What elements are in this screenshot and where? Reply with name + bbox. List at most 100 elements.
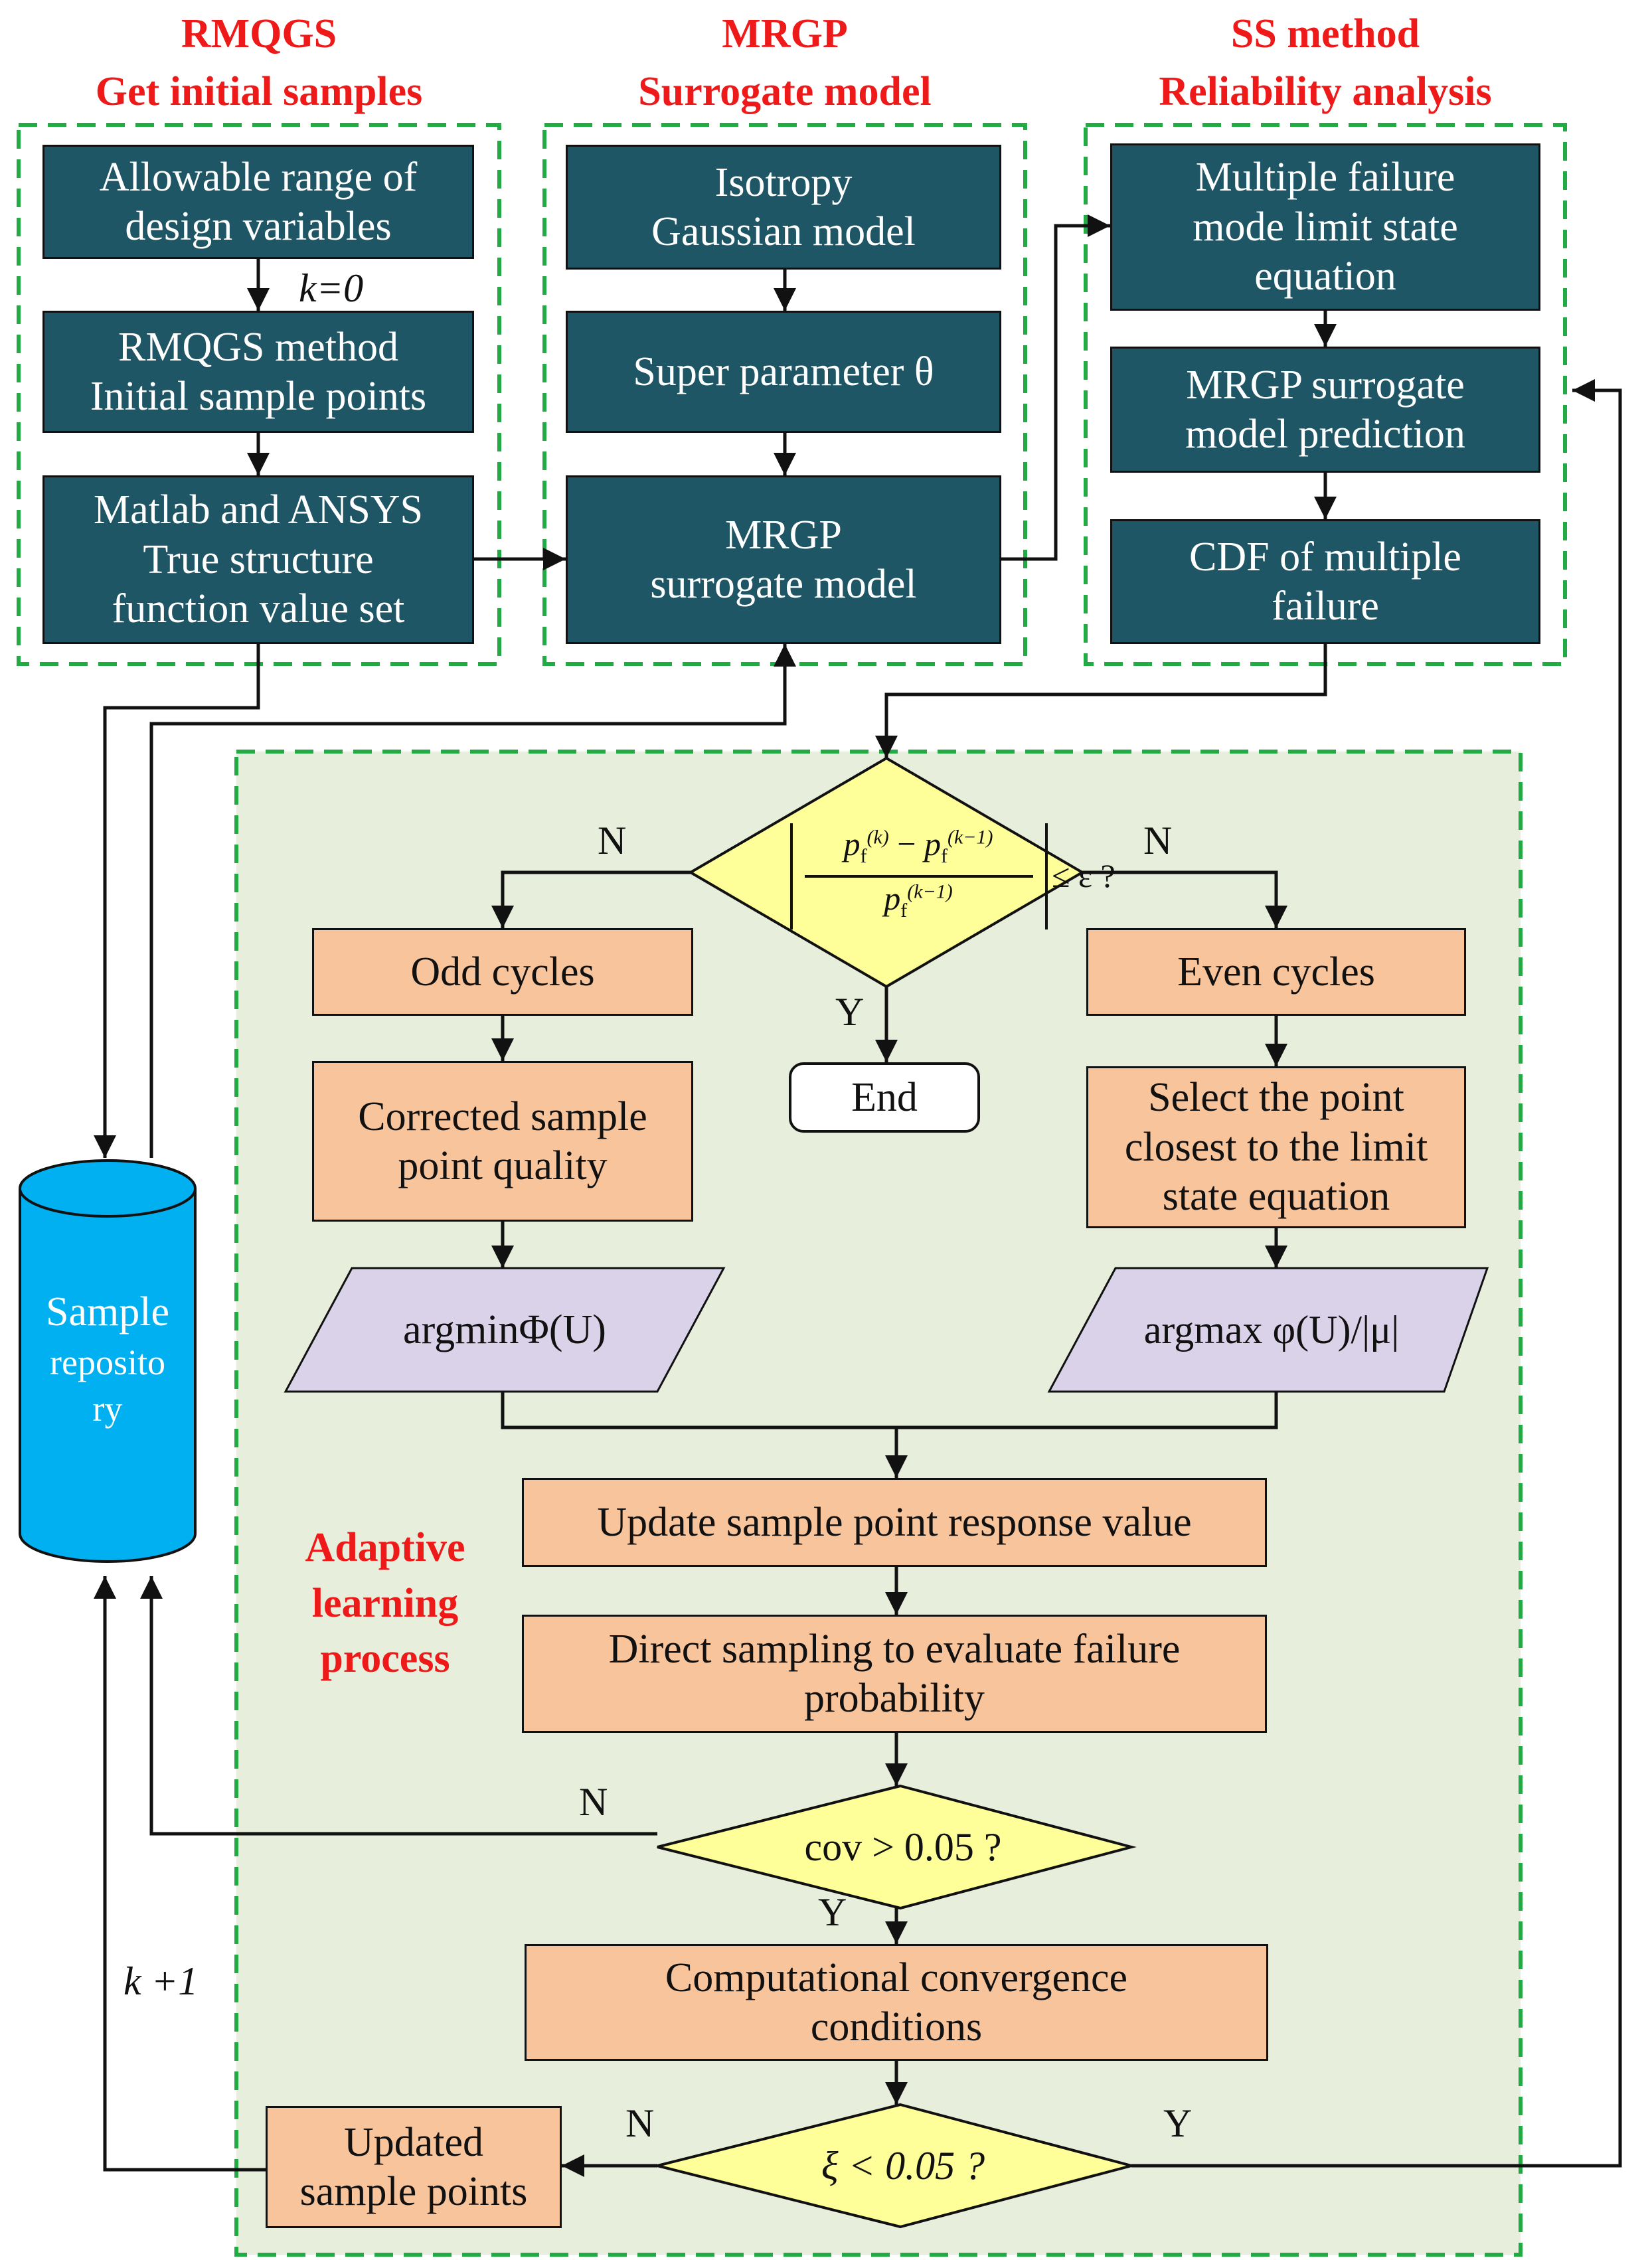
even-cycles-box: Even cycles <box>1086 928 1466 1016</box>
cov-text: cov > 0.05 ? <box>804 1824 1002 1869</box>
pf-convergence-formula: pf(k) − pf(k−1) pf(k−1) ≤ ε ? <box>790 823 1115 929</box>
pf-den: p <box>884 880 901 917</box>
adaptive-title-line-2: learning <box>311 1580 459 1626</box>
pf-num-right-sub: f <box>940 845 948 867</box>
matlab-ansys-line-1: Matlab and ANSYS <box>94 487 423 533</box>
arrow-updated-to-repository <box>94 1576 266 2172</box>
rmqgs-method-line-1: RMQGS method <box>118 324 398 370</box>
ss-header: SS method Reliability analysis <box>1106 5 1544 121</box>
odd-cycles-box: Odd cycles <box>312 928 693 1016</box>
rmqgs-header-title: RMQGS <box>181 11 337 56</box>
limit-state-line-2: mode limit state <box>1193 204 1458 250</box>
pf-num-right: p <box>924 825 941 862</box>
mrgp-prediction-box: MRGP surrogate model prediction <box>1110 347 1540 473</box>
updated-points-line-2: sample points <box>299 2169 528 2214</box>
limit-state-line-1: Multiple failure <box>1195 155 1455 201</box>
pf-no-left-label: N <box>598 819 627 862</box>
repository-line-1: Sample <box>46 1289 169 1334</box>
sample-repository-top <box>19 1159 197 1218</box>
ss-header-subtitle: Reliability analysis <box>1159 68 1492 114</box>
corrected-quality-box: Corrected sample point quality <box>312 1061 693 1222</box>
corrected-quality-line-1: Corrected sample <box>358 1093 647 1139</box>
super-parameter-box: Super parameter θ <box>566 311 1001 433</box>
even-cycles-label: Even cycles <box>1177 949 1375 995</box>
convergence-line-1: Computational convergence <box>665 1955 1128 2000</box>
isotropy-line-1: Isotropy <box>714 159 853 205</box>
mrgp-surrogate-line-2: surrogate model <box>650 562 917 607</box>
cdf-line-1: CDF of multiple <box>1189 534 1461 580</box>
limit-state-box: Multiple failure mode limit state equati… <box>1110 143 1540 311</box>
matlab-ansys-line-2: True structure <box>143 536 374 582</box>
repository-line-2: reposito <box>50 1342 165 1382</box>
direct-sampling-box: Direct sampling to evaluate failure prob… <box>522 1615 1267 1733</box>
cov-diamond <box>657 1784 1137 1910</box>
cov-yes-label: Y <box>818 1890 847 1934</box>
pf-num-left: p <box>843 825 861 862</box>
pf-denominator: pf(k−1) <box>802 879 1034 922</box>
pf-den-sup: (k−1) <box>907 880 953 903</box>
corrected-quality-line-2: point quality <box>398 1143 608 1188</box>
updated-points-box: Updated sample points <box>266 2106 562 2228</box>
pf-fraction-bar <box>805 875 1033 878</box>
isotropy-line-2: Gaussian model <box>651 209 916 254</box>
arrow-pf-n-odd <box>491 870 691 928</box>
xi-text: ξ < 0.05 ? <box>821 2143 985 2188</box>
arrow-matlab-to-repository <box>94 644 260 1158</box>
adaptive-learning-title: Adaptive learning process <box>279 1520 491 1687</box>
repository-line-3: ry <box>92 1388 123 1429</box>
argmax-parallelogram <box>1047 1267 1489 1393</box>
rmqgs-header: RMQGS Get initial samples <box>40 5 478 121</box>
limit-state-line-3: equation <box>1254 254 1396 299</box>
pf-bar-right <box>1045 823 1048 929</box>
pf-minus: − <box>897 825 916 862</box>
xi-diamond <box>657 2103 1137 2229</box>
argmin-text: argminΦ(U) <box>403 1307 606 1352</box>
mrgp-prediction-line-2: model prediction <box>1185 412 1465 457</box>
updated-points-line-1: Updated <box>343 2119 484 2165</box>
adaptive-title-line-1: Adaptive <box>305 1525 465 1570</box>
mrgp-prediction-line-1: MRGP surrogate <box>1186 362 1465 408</box>
select-point-line-3: state equation <box>1162 1174 1390 1220</box>
k-plus-one-label: k +1 <box>124 1959 199 2003</box>
mrgp-header: MRGP Surrogate model <box>566 5 1004 121</box>
odd-cycles-label: Odd cycles <box>410 949 595 995</box>
arrow-repository-to-mrgp <box>149 644 796 1158</box>
convergence-line-2: conditions <box>810 2004 983 2050</box>
mrgp-header-subtitle: Surrogate model <box>638 68 932 114</box>
matlab-ansys-line-3: function value set <box>112 586 405 632</box>
allowable-range-line-2: design variables <box>125 204 392 249</box>
isotropy-box: Isotropy Gaussian model <box>566 145 1001 270</box>
sample-repository-cylinder <box>19 1188 197 1563</box>
allowable-range-line-1: Allowable range of <box>99 154 418 200</box>
rmqgs-method-box: RMQGS method Initial sample points <box>42 311 474 433</box>
argmax-text: argmax φ(U)/|μ| <box>1143 1307 1400 1352</box>
arrow-merge-to-update <box>501 1392 1278 1429</box>
update-response-box: Update sample point response value <box>522 1478 1267 1567</box>
pf-num-left-sub: f <box>860 845 867 867</box>
convergence-box: Computational convergence conditions <box>525 1944 1268 2061</box>
arrow-xi-y-prediction <box>1131 379 1622 2168</box>
mrgp-surrogate-line-1: MRGP <box>725 512 842 558</box>
xi-no-label: N <box>625 2101 655 2145</box>
cdf-line-2: failure <box>1272 584 1379 629</box>
select-point-line-2: closest to the limit <box>1124 1124 1428 1170</box>
ss-header-title: SS method <box>1230 11 1420 56</box>
k-zero-label: k=0 <box>299 266 364 310</box>
pf-num-left-sup: (k) <box>867 826 889 848</box>
pf-tail: ≤ ε ? <box>1052 857 1115 894</box>
direct-sampling-line-2: probability <box>803 1676 985 1721</box>
xi-yes-label: Y <box>1163 2101 1193 2145</box>
end-terminal: End <box>789 1062 980 1133</box>
direct-sampling-line-1: Direct sampling to evaluate failure <box>608 1626 1181 1672</box>
adaptive-title-line-3: process <box>320 1636 450 1682</box>
arrow-cdf-to-pf-check <box>875 644 1327 758</box>
arrow-mrgp-to-limit-state <box>1001 214 1110 561</box>
rmqgs-header-subtitle: Get initial samples <box>95 68 423 114</box>
cov-no-label: N <box>579 1780 608 1824</box>
pf-yes-label: Y <box>835 990 865 1034</box>
pf-den-sub: f <box>900 900 908 922</box>
mrgp-header-title: MRGP <box>722 11 848 56</box>
select-point-box: Select the point closest to the limit st… <box>1086 1066 1466 1228</box>
mrgp-surrogate-box: MRGP surrogate model <box>566 475 1001 644</box>
